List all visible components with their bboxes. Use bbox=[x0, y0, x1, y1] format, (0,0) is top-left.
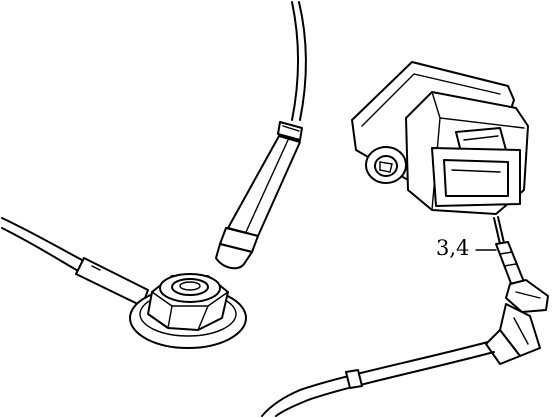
test-probe bbox=[485, 216, 549, 365]
ground-cable bbox=[1, 217, 149, 307]
step-label: 3,4 bbox=[436, 236, 470, 260]
hex-nut-terminal bbox=[129, 273, 247, 349]
test-lead-wire bbox=[261, 341, 495, 417]
electrical-connector bbox=[351, 61, 529, 215]
sensor-plug bbox=[215, 121, 303, 270]
sensor-cable-upper bbox=[291, 1, 307, 121]
